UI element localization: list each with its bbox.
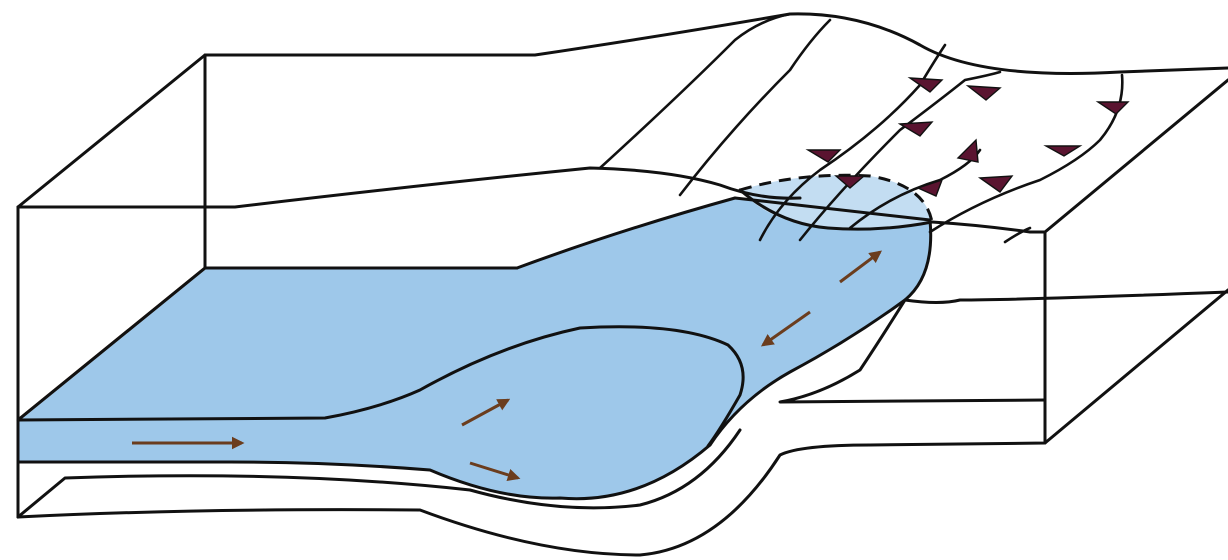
thrust-tooth [980,176,1012,192]
thrust-teeth [808,78,1128,196]
thrust-tooth [1098,102,1128,114]
thrust-tooth [900,122,932,136]
thrust-tooth [1046,146,1080,156]
thrust-tooth [958,140,978,162]
thrust-tooth [968,86,1000,100]
water-layer [18,198,931,499]
